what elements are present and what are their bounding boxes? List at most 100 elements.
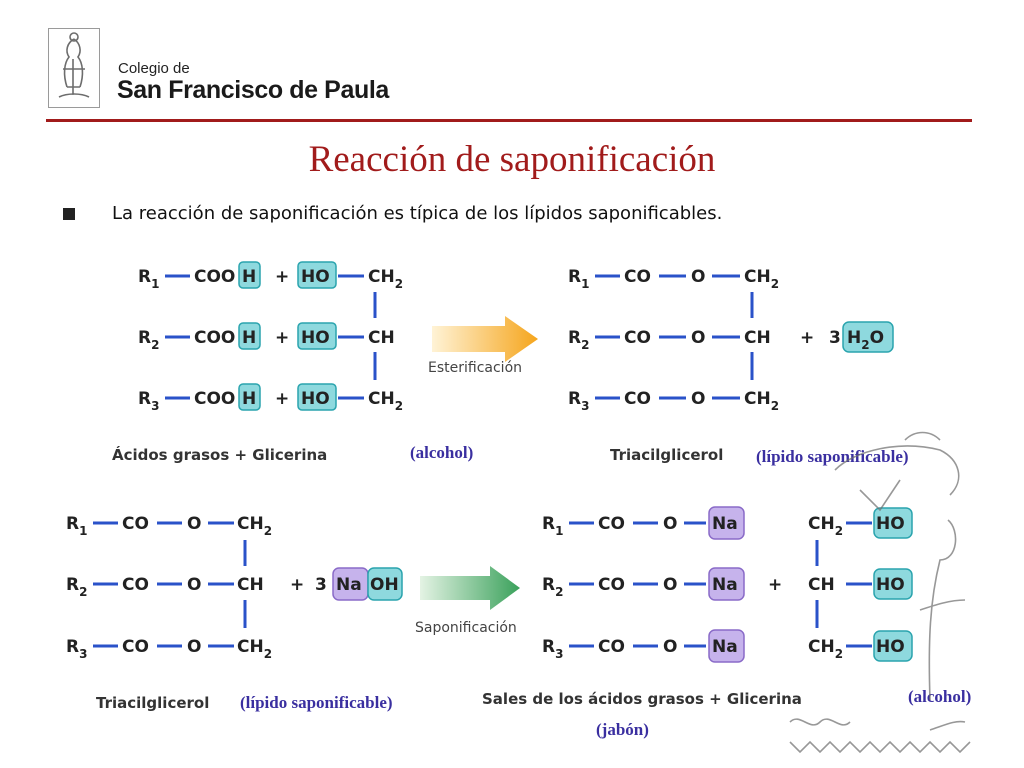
glycerol-product: CH2 HO CH HO CH2 HO (808, 507, 913, 662)
svg-text:H: H (242, 267, 256, 287)
svg-text:CH2: CH2 (237, 637, 272, 661)
svg-text:CO: CO (122, 637, 149, 657)
svg-text:Esterificación: Esterificación (428, 360, 522, 376)
triacylglycerol-reactant: R1 CO O CH2 R2 CO O CH R3 CO O CH2 (66, 514, 272, 661)
svg-text:Saponificación: Saponificación (415, 620, 517, 636)
watermark-sketch (789, 431, 971, 754)
svg-text:CH2: CH2 (368, 267, 403, 291)
svg-text:CH: CH (368, 328, 395, 348)
svg-text:HO: HO (301, 267, 330, 287)
svg-text:+: + (275, 389, 289, 409)
svg-text:R2: R2 (66, 575, 87, 599)
svg-text:R3: R3 (66, 637, 87, 661)
svg-text:OH: OH (370, 575, 399, 595)
svg-text:+: + (275, 267, 289, 287)
svg-text:Na: Na (712, 575, 738, 595)
slide-title: Reacción de saponificación (308, 139, 716, 180)
svg-text:CH2: CH2 (237, 514, 272, 538)
svg-text:O: O (663, 514, 677, 534)
label-soap: (jabón) (596, 720, 649, 739)
svg-text:R1: R1 (568, 267, 589, 291)
svg-text:COO: COO (194, 389, 235, 409)
svg-text:O: O (691, 389, 705, 409)
svg-text:CH2: CH2 (808, 637, 843, 661)
bullet-text: La reacción de saponificación es típica … (112, 203, 723, 224)
svg-text:O: O (187, 575, 201, 595)
label-reactants: Ácidos grasos + Glicerina (112, 445, 327, 464)
svg-text:O: O (691, 267, 705, 287)
label-lipid-type: (lípido saponificable) (756, 447, 909, 466)
svg-text:CO: CO (122, 514, 149, 534)
svg-text:Na: Na (336, 575, 362, 595)
svg-text:R2: R2 (568, 328, 589, 352)
svg-text:O: O (187, 514, 201, 534)
water-product: + 3 H2O (800, 321, 894, 353)
fatty-acid-3: R3 COO H (138, 383, 261, 413)
svg-text:R1: R1 (66, 514, 87, 538)
svg-text:H: H (242, 328, 256, 348)
svg-text:CO: CO (598, 575, 625, 595)
svg-text:+: + (290, 575, 304, 595)
svg-text:Na: Na (712, 514, 738, 534)
svg-text:HO: HO (876, 575, 905, 595)
svg-text:COO: COO (194, 328, 235, 348)
svg-text:+: + (768, 575, 782, 595)
label-alcohol-2: (alcohol) (908, 687, 971, 706)
svg-text:3: 3 (829, 328, 841, 348)
svg-text:CH2: CH2 (744, 267, 779, 291)
fatty-acid-salts: R1 CO O Na R2 CO O Na R3 CO O Na (542, 506, 745, 663)
svg-text:H2O: H2O (847, 328, 884, 352)
naoh-reactant: + 3 Na OH (290, 567, 403, 601)
saponification-arrow: Saponificación (415, 566, 520, 636)
svg-text:R3: R3 (542, 637, 563, 661)
svg-text:R3: R3 (138, 389, 159, 413)
h-atom-highlight (238, 261, 261, 289)
svg-text:HO: HO (876, 514, 905, 534)
glycerol-reactant: HO CH2 HO CH HO CH2 (297, 261, 403, 413)
svg-text:CH2: CH2 (744, 389, 779, 413)
svg-text:R2: R2 (138, 328, 159, 352)
svg-text:CO: CO (598, 637, 625, 657)
label-lipid-type-2: (lípido saponificable) (240, 693, 393, 712)
svg-text:R1: R1 (138, 267, 159, 291)
svg-text:COO: COO (194, 267, 235, 287)
svg-text:HO: HO (301, 389, 330, 409)
triacylglycerol-product: R1 CO O CH2 R2 CO O CH R3 CO O CH2 (568, 267, 779, 413)
fatty-acid-2: R2 COO H (138, 322, 261, 352)
svg-text:CO: CO (624, 389, 651, 409)
svg-text:CH2: CH2 (808, 514, 843, 538)
svg-text:Na: Na (712, 637, 738, 657)
header-divider (46, 119, 972, 122)
svg-text:H: H (242, 389, 256, 409)
svg-text:HO: HO (301, 328, 330, 348)
svg-text:+: + (275, 328, 289, 348)
svg-text:R2: R2 (542, 575, 563, 599)
svg-text:+: + (800, 328, 814, 348)
svg-text:CH: CH (808, 575, 835, 595)
svg-text:CO: CO (624, 267, 651, 287)
svg-text:CH: CH (744, 328, 771, 348)
svg-text:R3: R3 (568, 389, 589, 413)
label-alcohol: (alcohol) (410, 443, 473, 462)
svg-text:CO: CO (624, 328, 651, 348)
svg-text:CH: CH (237, 575, 264, 595)
svg-text:CO: CO (122, 575, 149, 595)
svg-text:R1: R1 (542, 514, 563, 538)
label-triacylglycerol-2: Triacilglicerol (96, 694, 209, 712)
esterification-arrow: Esterificación (428, 316, 538, 376)
school-name: San Francisco de Paula (117, 76, 389, 104)
school-logo (48, 28, 100, 108)
school-prefix: Colegio de (118, 60, 190, 77)
h-atom-highlight (238, 383, 261, 411)
label-triacylglycerol: Triacilglicerol (610, 446, 723, 464)
label-products: Sales de los ácidos grasos + Glicerina (482, 690, 802, 708)
svg-text:3: 3 (315, 575, 327, 595)
fatty-acid-1: R1 COO H (138, 261, 261, 291)
svg-text:CO: CO (598, 514, 625, 534)
h-atom-highlight (238, 322, 261, 350)
svg-text:O: O (187, 637, 201, 657)
svg-text:HO: HO (876, 637, 905, 657)
svg-text:O: O (663, 575, 677, 595)
svg-text:CH2: CH2 (368, 389, 403, 413)
